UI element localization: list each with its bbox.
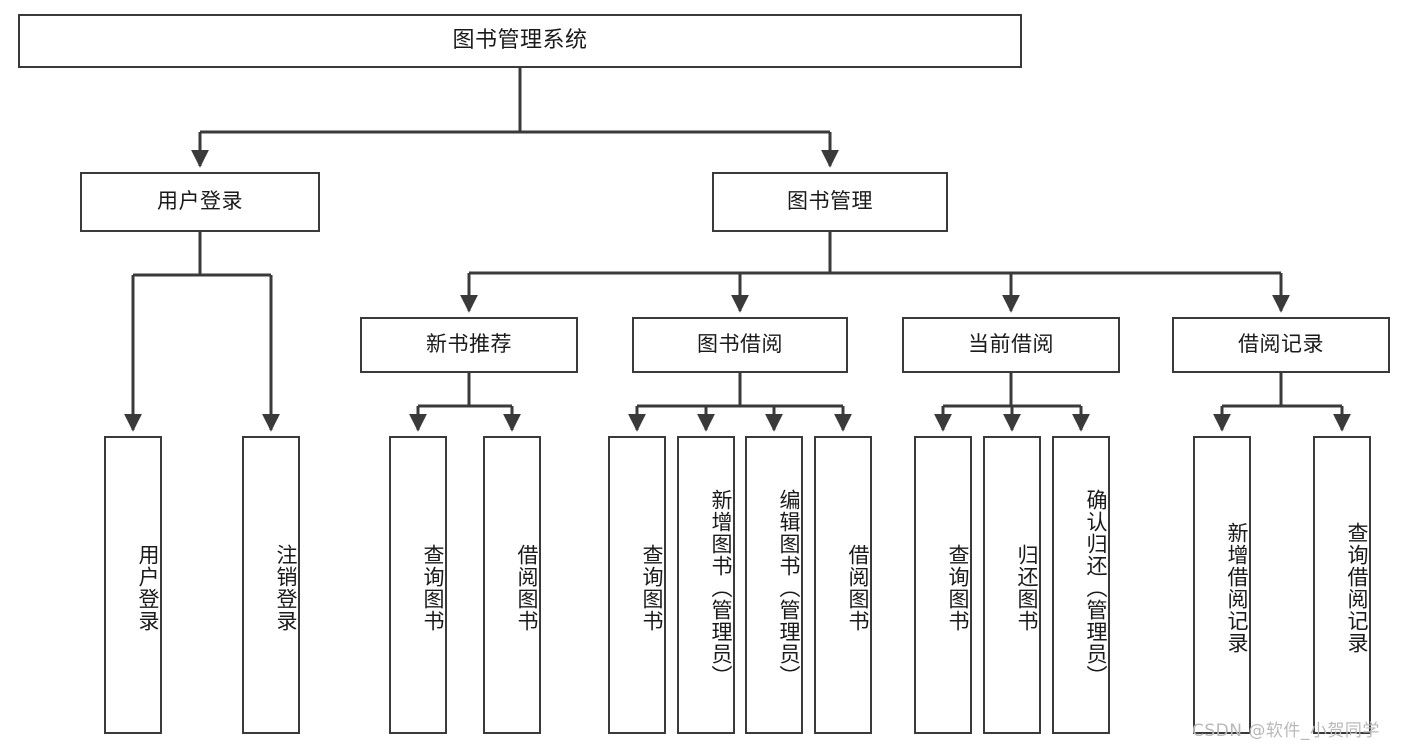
node-book-management[interactable]: 图书管理 xyxy=(712,172,948,232)
node-user-login[interactable]: 用户登录 xyxy=(80,172,320,232)
leaf-label: 用户登录 xyxy=(136,544,160,632)
node-leaf-query-book-2[interactable]: 查询图书 xyxy=(608,436,666,734)
node-leaf-edit-book-admin[interactable]: 编辑图书（管理员） xyxy=(745,436,803,734)
leaf-label: 注销登录 xyxy=(274,544,298,632)
leaf-label: 查询借阅记录 xyxy=(1345,522,1369,654)
leaf-label: 确认归还（管理员） xyxy=(1084,489,1108,687)
leaf-label: 查询图书 xyxy=(640,544,664,632)
node-new-book-recommend[interactable]: 新书推荐 xyxy=(360,317,578,373)
leaf-label: 归还图书 xyxy=(1015,544,1039,632)
csdn-watermark: CSDN @软件_小贺同学 xyxy=(1192,721,1380,741)
leaf-label: 查询图书 xyxy=(946,544,970,632)
node-leaf-add-borrow-record[interactable]: 新增借阅记录 xyxy=(1193,436,1251,734)
leaf-label: 编辑图书（管理员） xyxy=(777,489,801,687)
leaf-label: 借阅图书 xyxy=(846,544,870,632)
leaf-label: 新增借阅记录 xyxy=(1225,522,1249,654)
node-current-borrow[interactable]: 当前借阅 xyxy=(902,317,1120,373)
node-book-borrow[interactable]: 图书借阅 xyxy=(632,317,848,373)
node-leaf-logout[interactable]: 注销登录 xyxy=(242,436,300,734)
node-leaf-borrow-book-2[interactable]: 借阅图书 xyxy=(814,436,872,734)
node-root-book-management-system[interactable]: 图书管理系统 xyxy=(18,14,1022,68)
node-leaf-confirm-return-admin[interactable]: 确认归还（管理员） xyxy=(1052,436,1110,734)
node-borrow-record[interactable]: 借阅记录 xyxy=(1172,317,1390,373)
node-leaf-return-book[interactable]: 归还图书 xyxy=(983,436,1041,734)
node-leaf-query-borrow-record[interactable]: 查询借阅记录 xyxy=(1313,436,1371,734)
leaf-label: 查询图书 xyxy=(421,544,445,632)
node-leaf-add-book-admin[interactable]: 新增图书（管理员） xyxy=(677,436,735,734)
leaf-label: 新增图书（管理员） xyxy=(709,489,733,687)
node-leaf-query-book-1[interactable]: 查询图书 xyxy=(389,436,447,734)
leaf-label: 借阅图书 xyxy=(515,544,539,632)
node-leaf-user-login[interactable]: 用户登录 xyxy=(104,436,162,734)
node-leaf-query-book-3[interactable]: 查询图书 xyxy=(914,436,972,734)
node-leaf-borrow-book-1[interactable]: 借阅图书 xyxy=(483,436,541,734)
